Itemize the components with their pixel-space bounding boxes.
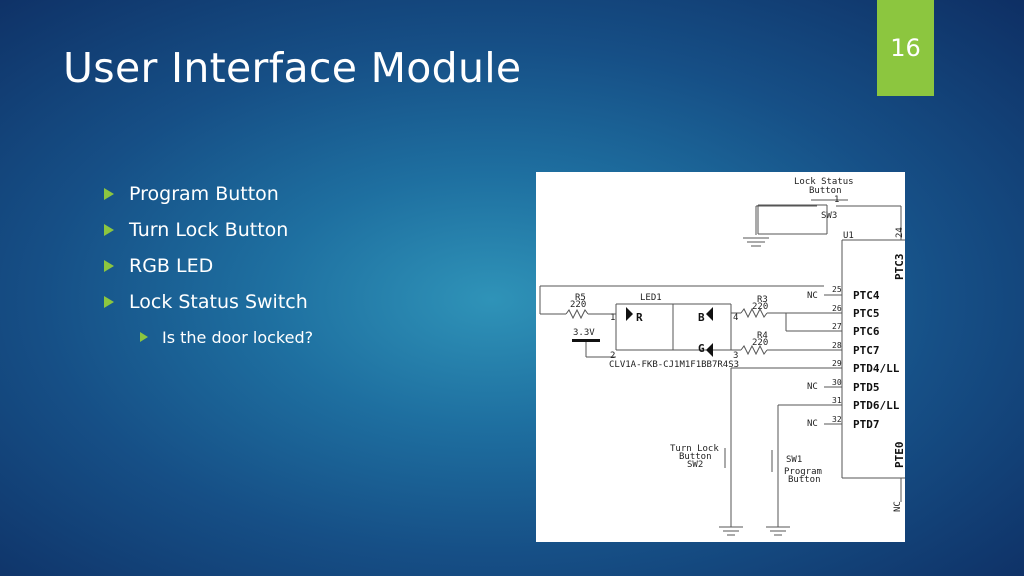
- nc-label: NC: [807, 382, 818, 392]
- port-ptc7: PTC7: [853, 344, 880, 357]
- bullet-label: Lock Status Switch: [129, 291, 308, 313]
- program-label-2: Button: [788, 475, 821, 485]
- port-ptc3: PTC3: [893, 254, 905, 281]
- slide-title: User Interface Module: [63, 44, 522, 92]
- schematic-svg: Lock Status Button SW3 U1 R5 220 LED1 R3…: [539, 177, 905, 536]
- pin1-pte-label: 1: [834, 195, 839, 205]
- port-pte0: PTE0: [893, 442, 905, 469]
- nc-label: NC: [893, 501, 903, 512]
- r3-label: R3: [757, 295, 768, 305]
- port-ptd7: PTD7: [853, 418, 880, 431]
- pin2-label: 2: [610, 351, 615, 361]
- pin-30: 30: [832, 378, 842, 387]
- nc-label: NC: [807, 291, 818, 301]
- sw1-label: SW1: [786, 455, 802, 465]
- r4-label: R4: [757, 331, 768, 341]
- pin-27: 27: [832, 322, 842, 331]
- sub-bullet-item: Is the door locked?: [140, 320, 313, 354]
- pin3-label: 3: [733, 351, 738, 361]
- sw3-label: SW3: [821, 211, 837, 221]
- bullet-item: Lock Status Switch: [104, 284, 313, 320]
- port-ptc5: PTC5: [853, 307, 880, 320]
- turn-lock-label: Turn Lock: [670, 444, 719, 454]
- port-ptc6: PTC6: [853, 325, 880, 338]
- r4-value: 220: [752, 338, 768, 348]
- port-ptd6: PTD6/LL: [853, 399, 900, 412]
- pin-26: 26: [832, 304, 842, 313]
- pin-31: 31: [832, 396, 842, 405]
- pin-25: 25: [832, 285, 842, 294]
- port-ptc4: PTC4: [853, 289, 880, 302]
- bullet-arrow-icon: [104, 296, 114, 308]
- led-part-number: CLV1A-FKB-CJ1M1F1BB7R4S3: [609, 360, 739, 370]
- slide-number: 16: [877, 0, 934, 96]
- pin-32: 32: [832, 415, 842, 424]
- bullet-label: Turn Lock Button: [129, 219, 289, 241]
- lock-status-label: Lock Status: [794, 177, 854, 187]
- pin-28: 28: [832, 341, 842, 350]
- led-g-label: G: [698, 342, 705, 355]
- port-ptd5: PTD5: [853, 381, 880, 394]
- pin-29: 29: [832, 359, 842, 368]
- nc-label: NC: [807, 419, 818, 429]
- r5-label: R5: [575, 293, 586, 303]
- r5-value: 220: [570, 300, 586, 310]
- led-r-label: R: [636, 311, 643, 324]
- supply-bar-icon: [572, 339, 600, 342]
- pin4-label: 4: [733, 313, 738, 323]
- port-ptd4: PTD4/LL: [853, 362, 900, 375]
- led-red-diode-icon: [626, 307, 633, 321]
- bullet-list: Program Button Turn Lock Button RGB LED …: [104, 176, 313, 354]
- bullet-item: Program Button: [104, 176, 313, 212]
- bullet-label: RGB LED: [129, 255, 214, 277]
- supply-voltage-label: 3.3V: [573, 328, 595, 338]
- bullet-arrow-icon: [104, 224, 114, 236]
- bullet-label: Program Button: [129, 183, 279, 205]
- lock-status-label-2: Button: [809, 186, 842, 196]
- sub-bullet-arrow-icon: [140, 332, 148, 342]
- pin1-label: 1: [610, 313, 615, 323]
- bullet-item: RGB LED: [104, 248, 313, 284]
- bullet-item: Turn Lock Button: [104, 212, 313, 248]
- bullet-arrow-icon: [104, 260, 114, 272]
- led1-label: LED1: [640, 293, 662, 303]
- r3-value: 220: [752, 302, 768, 312]
- sw2-label: SW2: [687, 460, 703, 470]
- led-blue-diode-icon: [706, 307, 713, 321]
- led-b-label: B: [698, 311, 705, 324]
- u1-label: U1: [843, 231, 854, 241]
- program-label: Program: [784, 467, 822, 477]
- pin24-label: 24: [895, 227, 905, 238]
- sub-bullet-label: Is the door locked?: [162, 327, 314, 347]
- turn-lock-label-2: Button: [679, 452, 712, 462]
- led-green-diode-icon: [706, 343, 713, 357]
- bullet-arrow-icon: [104, 188, 114, 200]
- circuit-schematic: Lock Status Button SW3 U1 R5 220 LED1 R3…: [536, 172, 905, 542]
